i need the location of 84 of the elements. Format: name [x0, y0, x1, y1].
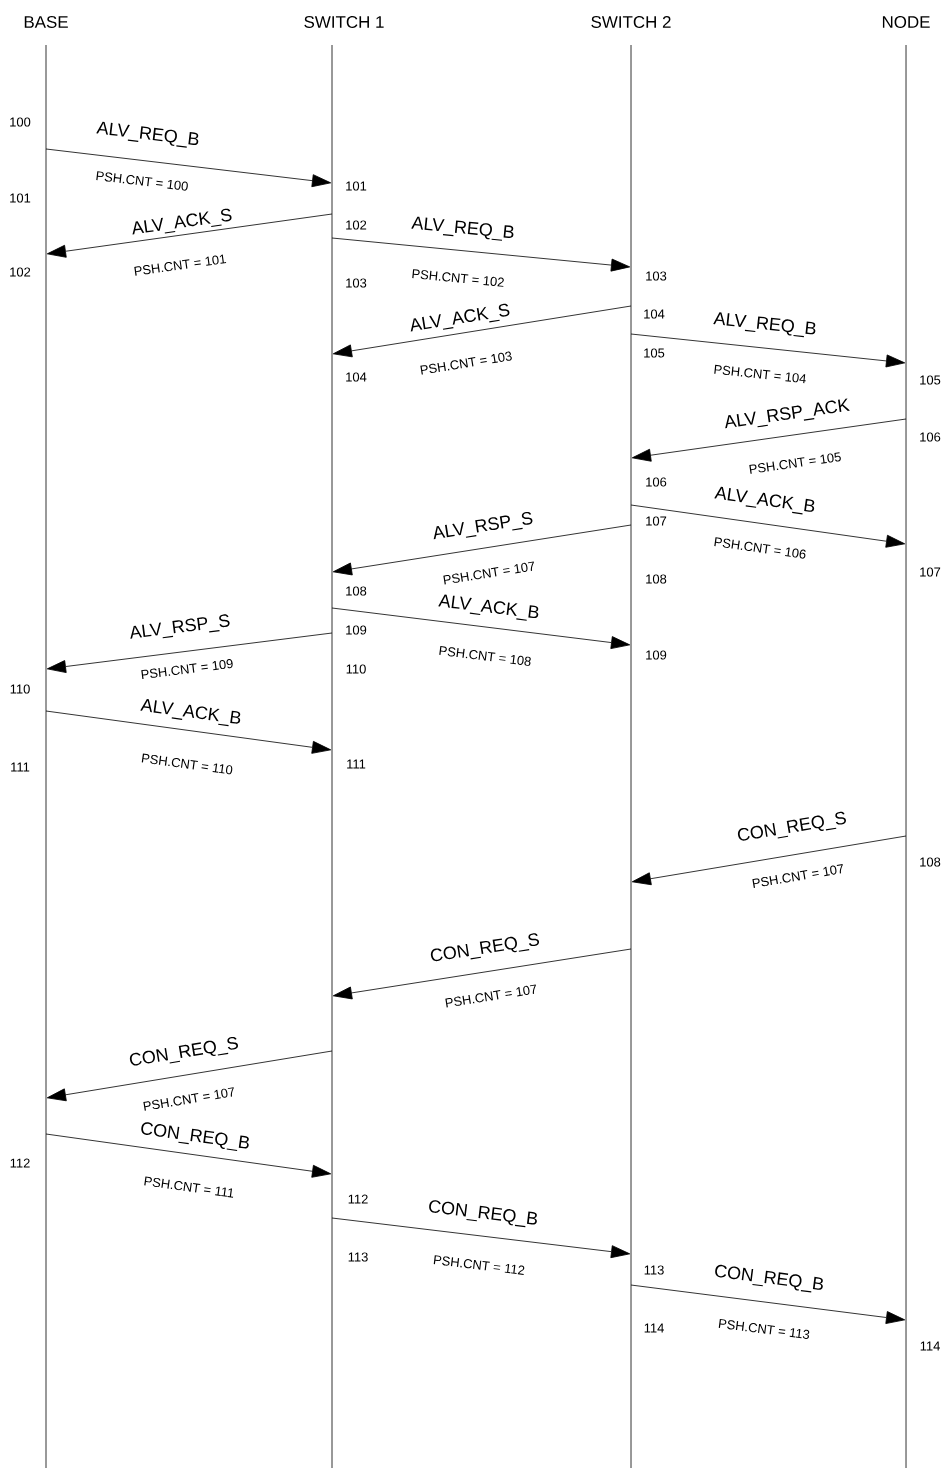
- message-arrow: [630, 333, 906, 368]
- counter-note: PSH.CNT = 107: [143, 1087, 234, 1111]
- message-label: CON_REQ_B: [715, 1264, 823, 1293]
- counter-note: PSH.CNT = 107: [752, 864, 843, 888]
- lifeline-header: BASE: [24, 16, 68, 28]
- step-number: 106: [920, 432, 941, 442]
- counter-note: PSH.CNT = 103: [420, 351, 512, 375]
- counter-note: PSH.CNT = 113: [718, 1318, 810, 1339]
- lifeline-header: SWITCH 2: [591, 16, 671, 28]
- counter-note: PSH.CNT = 100: [96, 171, 188, 191]
- step-number: 112: [10, 1158, 30, 1168]
- message-arrow: [631, 835, 907, 886]
- message-label: ALV_ACK_B: [438, 594, 539, 621]
- message-arrow: [332, 305, 632, 358]
- step-number: 111: [11, 762, 30, 772]
- step-number: 103: [646, 271, 667, 281]
- counter-note: PSH.CNT = 104: [714, 364, 806, 384]
- message-arrow: [46, 632, 333, 673]
- step-number: 108: [646, 574, 667, 584]
- step-number: 105: [644, 348, 665, 358]
- step-number: 101: [10, 193, 31, 203]
- step-number: 102: [10, 267, 31, 277]
- lifeline-header: SWITCH 1: [304, 16, 384, 28]
- counter-note: PSH.CNT = 110: [141, 753, 233, 775]
- message-arrow: [331, 237, 631, 272]
- step-number: 108: [920, 857, 941, 867]
- message-arrow: [332, 524, 632, 576]
- counter-note: PSH.CNT = 102: [412, 269, 504, 287]
- message-label: CON_REQ_S: [737, 811, 846, 841]
- step-number: 110: [346, 664, 366, 674]
- message-arrow: [45, 710, 332, 754]
- step-number: 104: [346, 372, 367, 382]
- step-number: 105: [920, 375, 941, 385]
- step-number: 106: [646, 477, 667, 487]
- step-number: 107: [646, 516, 667, 526]
- message-arrow: [630, 504, 906, 548]
- message-arrow: [631, 418, 907, 462]
- message-label: ALV_ACK_S: [410, 303, 510, 332]
- step-number: 108: [346, 586, 367, 596]
- step-number: 104: [644, 309, 665, 319]
- step-number: 107: [920, 567, 941, 577]
- message-arrow: [46, 1050, 333, 1102]
- message-arrow: [45, 1133, 332, 1178]
- step-number: 100: [10, 117, 31, 127]
- message-label: CON_REQ_B: [429, 1200, 537, 1228]
- step-number: 111: [347, 759, 366, 769]
- step-number: 113: [348, 1252, 368, 1262]
- lifeline-header: NODE: [882, 16, 930, 28]
- counter-note: PSH.CNT = 107: [443, 561, 534, 585]
- message-label: CON_REQ_S: [430, 933, 540, 962]
- step-number: 103: [346, 278, 367, 288]
- counter-note: PSH.CNT = 106: [714, 537, 806, 559]
- message-label: ALV_RSP_S: [433, 511, 533, 540]
- step-number: 114: [644, 1323, 664, 1333]
- counter-note: PSH.CNT = 107: [445, 984, 536, 1008]
- counter-note: PSH.CNT = 111: [144, 1176, 234, 1198]
- message-arrow: [331, 1217, 631, 1259]
- counter-note: PSH.CNT = 112: [433, 1255, 525, 1275]
- message-label: ALV_ACK_B: [140, 699, 241, 727]
- message-label: ALV_RSP_S: [130, 614, 230, 639]
- message-arrow: [45, 148, 332, 188]
- message-label: ALV_REQ_B: [411, 216, 514, 241]
- counter-note: PSH.CNT = 108: [439, 646, 531, 666]
- counter-note: PSH.CNT = 101: [134, 254, 227, 276]
- step-number: 101: [346, 181, 367, 191]
- message-arrow: [331, 607, 631, 649]
- step-number: 109: [346, 625, 367, 635]
- step-number: 114: [920, 1341, 940, 1351]
- step-number: 109: [646, 650, 667, 660]
- message-label: ALV_ACK_S: [132, 208, 232, 235]
- message-label: ALV_ACK_B: [714, 486, 815, 515]
- step-number: 112: [348, 1194, 368, 1204]
- message-label: ALV_REQ_B: [713, 312, 816, 338]
- message-label: ALV_REQ_B: [96, 121, 199, 148]
- message-arrow: [332, 948, 632, 1000]
- message-arrow: [630, 1284, 906, 1324]
- message-label: CON_REQ_B: [141, 1122, 249, 1151]
- counter-note: PSH.CNT = 105: [749, 452, 841, 474]
- step-number: 113: [644, 1265, 664, 1275]
- step-number: 110: [10, 684, 30, 694]
- message-arrow: [46, 213, 333, 258]
- counter-note: PSH.CNT = 109: [141, 659, 233, 680]
- message-label: CON_REQ_S: [129, 1036, 238, 1066]
- step-number: 102: [346, 220, 367, 230]
